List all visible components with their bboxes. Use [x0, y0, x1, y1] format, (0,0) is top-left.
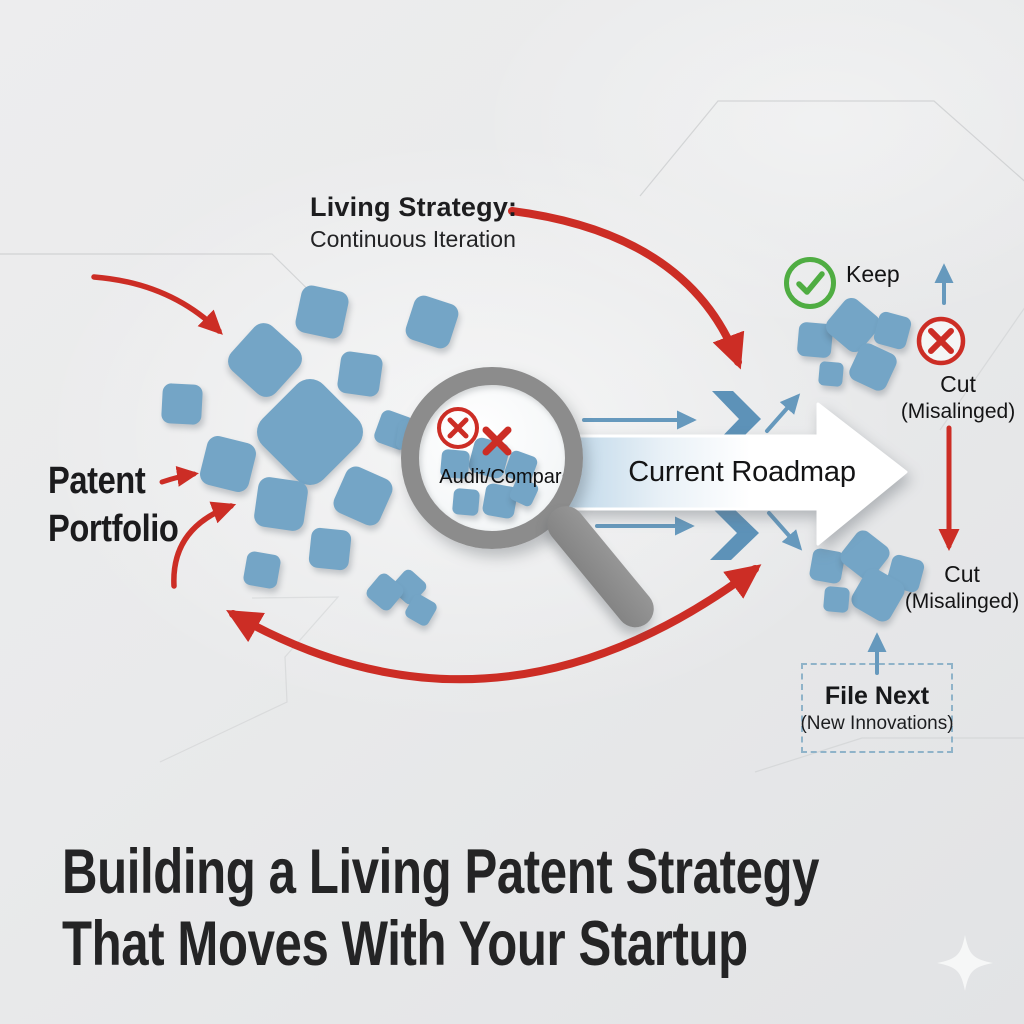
patent-square [808, 547, 846, 585]
title-line-1: Building a Living Patent Strategy [62, 837, 820, 907]
cut-label: Cut [944, 561, 980, 587]
iteration-arrow-bottom [226, 564, 762, 684]
flow-arrow-up-right [765, 393, 801, 433]
patent-portfolio-label: Patent Portfolio [48, 460, 179, 550]
page-title: Building a Living Patent Strategy That M… [62, 836, 982, 980]
hexagon-outline [639, 100, 1024, 197]
patent-square [222, 317, 308, 403]
patent-square [822, 585, 850, 613]
patent-square [252, 475, 310, 533]
patent-square [242, 550, 282, 590]
current-roadmap-label: Current Roadmap [628, 456, 856, 488]
patent-square [249, 371, 371, 493]
cut-misaligned-label-top: Cut (Misalinged) [868, 370, 1024, 425]
patent-square [403, 592, 439, 628]
check-circle-icon [784, 257, 836, 309]
flow-arrow-down-right [767, 511, 803, 551]
hexagon-outline [159, 596, 340, 763]
chevron-icon [710, 506, 759, 560]
cut-sublabel: (Misalinged) [900, 399, 1016, 423]
loop-arrow-top-left [91, 274, 223, 335]
living-strategy-title: Living Strategy: [310, 192, 518, 222]
patent-square [796, 321, 834, 359]
cut-label: Cut [940, 371, 976, 397]
hexagon-outline [0, 253, 342, 323]
patent-square [389, 567, 429, 607]
file-next-title: File Next [824, 681, 930, 710]
iteration-arrow-top [508, 207, 745, 370]
patent-square [817, 360, 845, 388]
patent-square [329, 462, 397, 530]
patent-square [293, 283, 351, 341]
living-strategy-label: Living Strategy: Continuous Iteration [310, 190, 517, 255]
patent-square [336, 350, 384, 398]
magnifier-handle [539, 498, 662, 635]
chevron-icon [712, 391, 761, 447]
patent-square [363, 570, 407, 614]
cancel-circle-icon [916, 316, 966, 366]
patent-square [871, 309, 913, 351]
patent-square [308, 527, 352, 571]
sparkle-icon [937, 935, 993, 991]
living-strategy-subtitle: Continuous Iteration [310, 226, 516, 253]
patent-square [403, 293, 461, 351]
keep-label: Keep [846, 261, 900, 287]
file-next-box: File Next (New Innovations) [800, 663, 954, 753]
title-line-2: That Moves With Your Startup [62, 909, 748, 979]
patent-square [160, 382, 204, 426]
cut-sublabel: (Misalinged) [904, 589, 1020, 613]
cut-misaligned-label-bottom: Cut (Misalinged) [872, 560, 1024, 615]
file-next-subtitle: (New Innovations) [800, 712, 954, 734]
